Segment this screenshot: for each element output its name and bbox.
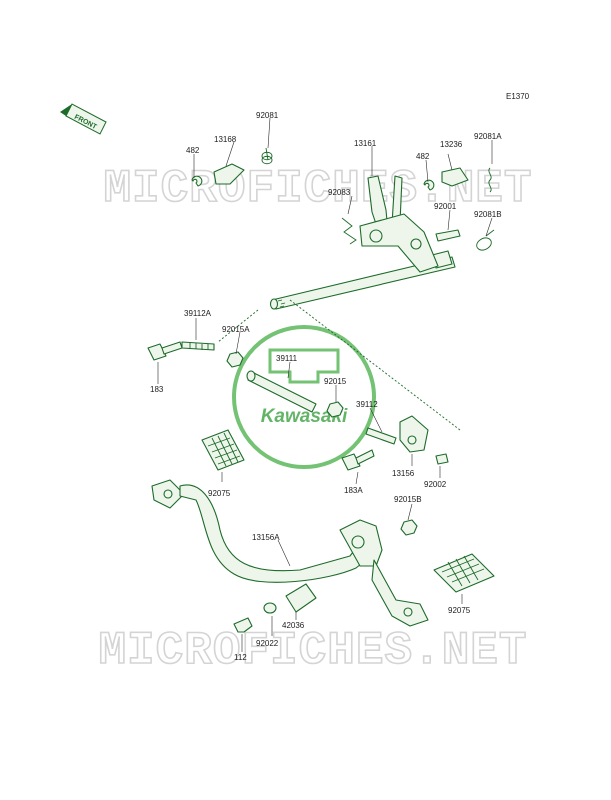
label-92002: 92002	[424, 480, 447, 489]
circlip-482-left	[191, 175, 203, 187]
label-92015A: 92015A	[222, 325, 250, 334]
label-92022: 92022	[256, 639, 279, 648]
brake-pedal-13156A	[151, 479, 429, 627]
label-13168: 13168	[214, 135, 237, 144]
collar-13236	[441, 167, 469, 187]
label-92081B: 92081B	[474, 210, 502, 219]
nut-92015B	[400, 519, 418, 536]
bolt-183A	[341, 449, 375, 471]
label-92001: 92001	[434, 202, 457, 211]
label-13161: 13161	[354, 139, 377, 148]
nut-92015	[326, 401, 344, 418]
washer-92022	[263, 602, 277, 614]
watermark-top: MICROFICHES.NET	[103, 163, 532, 215]
label-13236: 13236	[440, 140, 463, 149]
spring-92083	[341, 217, 357, 245]
clevis-13156	[399, 415, 429, 453]
label-92081A: 92081A	[474, 132, 502, 141]
bolt-183	[147, 341, 183, 361]
diagram-code: E1370	[506, 92, 530, 101]
label-42036: 42036	[282, 621, 305, 630]
pedal-pad-92075-right	[433, 553, 495, 593]
bracket-13168	[213, 163, 245, 185]
pin-92001	[435, 229, 461, 242]
label-482-right: 482	[416, 152, 430, 161]
spring-92081	[261, 147, 273, 165]
label-183: 183	[150, 385, 164, 394]
label-39111: 39111	[276, 354, 298, 363]
label-482-left: 482	[186, 146, 200, 155]
kawasaki-logo: Kawasaki	[232, 325, 376, 469]
label-92015: 92015	[324, 377, 347, 386]
label-39112: 39112	[356, 400, 378, 409]
pedal-pad-92075-left	[201, 429, 245, 471]
label-92075-right: 92075	[448, 606, 471, 615]
label-92083: 92083	[328, 188, 351, 197]
shift-arm-13161	[359, 175, 439, 273]
label-183A: 183A	[344, 486, 363, 495]
rod-end-39112A	[181, 341, 215, 351]
label-92081: 92081	[256, 111, 279, 120]
tie-rod-39111	[246, 370, 317, 413]
spring-92081B	[476, 229, 495, 251]
label-39112A: 39112A	[184, 309, 212, 318]
label-92015B: 92015B	[394, 495, 422, 504]
label-13156A: 13156A	[252, 533, 280, 542]
nut-92015A	[226, 351, 244, 368]
spring-92081A	[488, 167, 492, 193]
screw-92002	[435, 453, 449, 465]
logo-text: Kawasaki	[261, 406, 348, 427]
watermark-bottom: MICROFICHES.NET	[98, 625, 527, 677]
front-arrow-icon: FRONT	[60, 103, 107, 135]
label-13156: 13156	[392, 469, 415, 478]
collar-42036	[285, 583, 317, 613]
label-92075-left: 92075	[208, 489, 231, 498]
label-112: 112	[234, 653, 247, 662]
bolt-112	[233, 617, 253, 633]
rod-end-39112	[365, 427, 397, 445]
